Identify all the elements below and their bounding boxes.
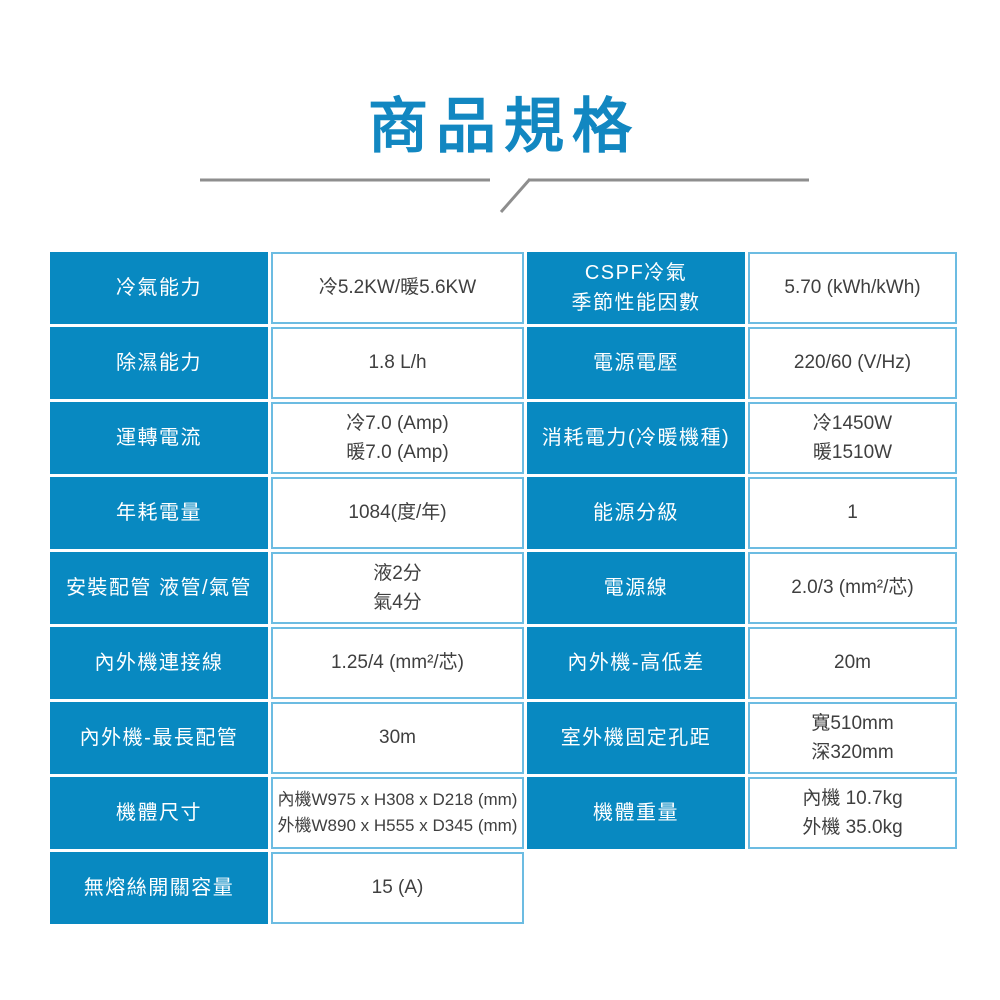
spec-value: 220/60 (V/Hz) (748, 327, 957, 399)
empty-cell (748, 852, 957, 924)
spec-value: 2.0/3 (mm²/芯) (748, 552, 957, 624)
spec-value: 冷7.0 (Amp) 暖7.0 (Amp) (271, 402, 524, 474)
spec-value: 1 (748, 477, 957, 549)
spec-value: 冷5.2KW/暖5.6KW (271, 252, 524, 324)
spec-value: 15 (A) (271, 852, 524, 924)
spec-value: 5.70 (kWh/kWh) (748, 252, 957, 324)
spec-label: 冷氣能力 (50, 252, 268, 324)
spec-label: 安裝配管 液管/氣管 (50, 552, 268, 624)
spec-label: 電源線 (527, 552, 745, 624)
spec-value: 內機W975 x H308 x D218 (mm) 外機W890 x H555 … (271, 777, 524, 849)
divider (200, 178, 809, 213)
spec-value: 寬510mm 深320mm (748, 702, 957, 774)
spec-label: 運轉電流 (50, 402, 268, 474)
spec-label: 無熔絲開關容量 (50, 852, 268, 924)
spec-label: 內外機-高低差 (527, 627, 745, 699)
spec-label: CSPF冷氣 季節性能因數 (527, 252, 745, 324)
spec-value: 冷1450W 暖1510W (748, 402, 957, 474)
spec-value: 1084(度/年) (271, 477, 524, 549)
page-title: 商品規格 (368, 93, 640, 160)
spec-label: 年耗電量 (50, 477, 268, 549)
spec-label: 室外機固定孔距 (527, 702, 745, 774)
spec-value: 1.8 L/h (271, 327, 524, 399)
spec-value: 液2分 氣4分 (271, 552, 524, 624)
spec-label: 消耗電力(冷暖機種) (527, 402, 745, 474)
spec-label: 除濕能力 (50, 327, 268, 399)
spec-label: 電源電壓 (527, 327, 745, 399)
spec-label: 內外機連接線 (50, 627, 268, 699)
spec-label: 機體重量 (527, 777, 745, 849)
spec-label: 能源分級 (527, 477, 745, 549)
empty-cell (527, 852, 745, 924)
spec-value: 20m (748, 627, 957, 699)
divider-line (200, 178, 809, 213)
spec-label: 機體尺寸 (50, 777, 268, 849)
spec-label: 內外機-最長配管 (50, 702, 268, 774)
spec-table: 冷氣能力 冷5.2KW/暖5.6KW CSPF冷氣 季節性能因數 5.70 (k… (50, 252, 957, 924)
spec-value: 30m (271, 702, 524, 774)
spec-value: 1.25/4 (mm²/芯) (271, 627, 524, 699)
spec-value: 內機 10.7kg 外機 35.0kg (748, 777, 957, 849)
